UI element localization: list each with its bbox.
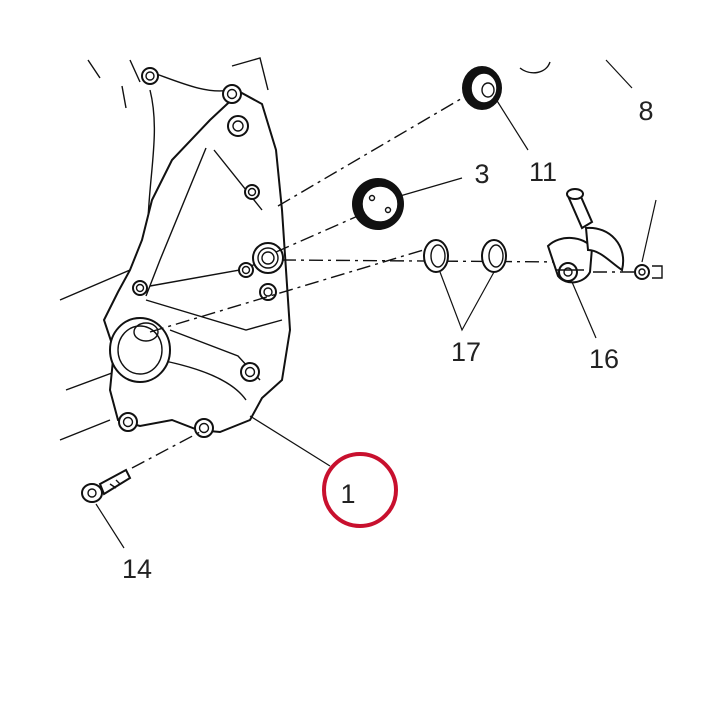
valve-part-16[interactable] xyxy=(546,188,625,284)
callout-14: 14 xyxy=(122,554,152,584)
callout-16: 16 xyxy=(589,344,619,374)
o-rings-part-17[interactable] xyxy=(423,239,507,273)
callout-11: 11 xyxy=(529,157,557,187)
highlight-circle xyxy=(322,452,398,528)
oil-seal-part-11[interactable] xyxy=(462,61,551,110)
callout-3: 3 xyxy=(474,159,489,189)
callout-1: 1 xyxy=(340,479,355,509)
callout-17: 17 xyxy=(451,337,481,367)
bolt-part-14[interactable] xyxy=(81,468,132,503)
engine-cover-part-1[interactable] xyxy=(59,57,292,441)
seal-part-3[interactable] xyxy=(352,178,404,230)
callout-8: 8 xyxy=(638,96,653,126)
leader-lines xyxy=(95,59,657,549)
small-washer[interactable] xyxy=(634,264,663,280)
